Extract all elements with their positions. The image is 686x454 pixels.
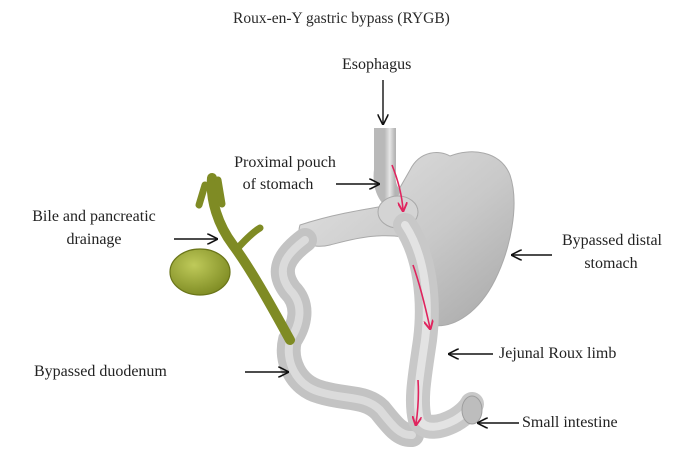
label-bile-line1: Bile and pancreatic [14,206,174,228]
label-bypassed-distal-line1: Bypassed distal [556,230,668,252]
gallbladder [170,249,230,295]
label-bile-line2: drainage [54,229,134,251]
esophagus-tube [385,128,395,200]
label-proximal-pouch-line2: of stomach [233,174,323,196]
label-esophagus: Esophagus [342,54,411,76]
label-proximal-pouch-line1: Proximal pouch [210,152,360,174]
small-intestine-outlet [462,396,482,424]
label-bypassed-duodenum: Bypassed duodenum [34,361,167,383]
label-bypassed-distal-line2: stomach [566,253,656,275]
diagram-title: Roux-en-Y gastric bypass (RYGB) [233,8,450,30]
label-jejunal-roux-limb: Jejunal Roux limb [499,343,616,365]
bypassed-duodenum [283,240,412,435]
label-small-intestine: Small intestine [522,412,618,434]
